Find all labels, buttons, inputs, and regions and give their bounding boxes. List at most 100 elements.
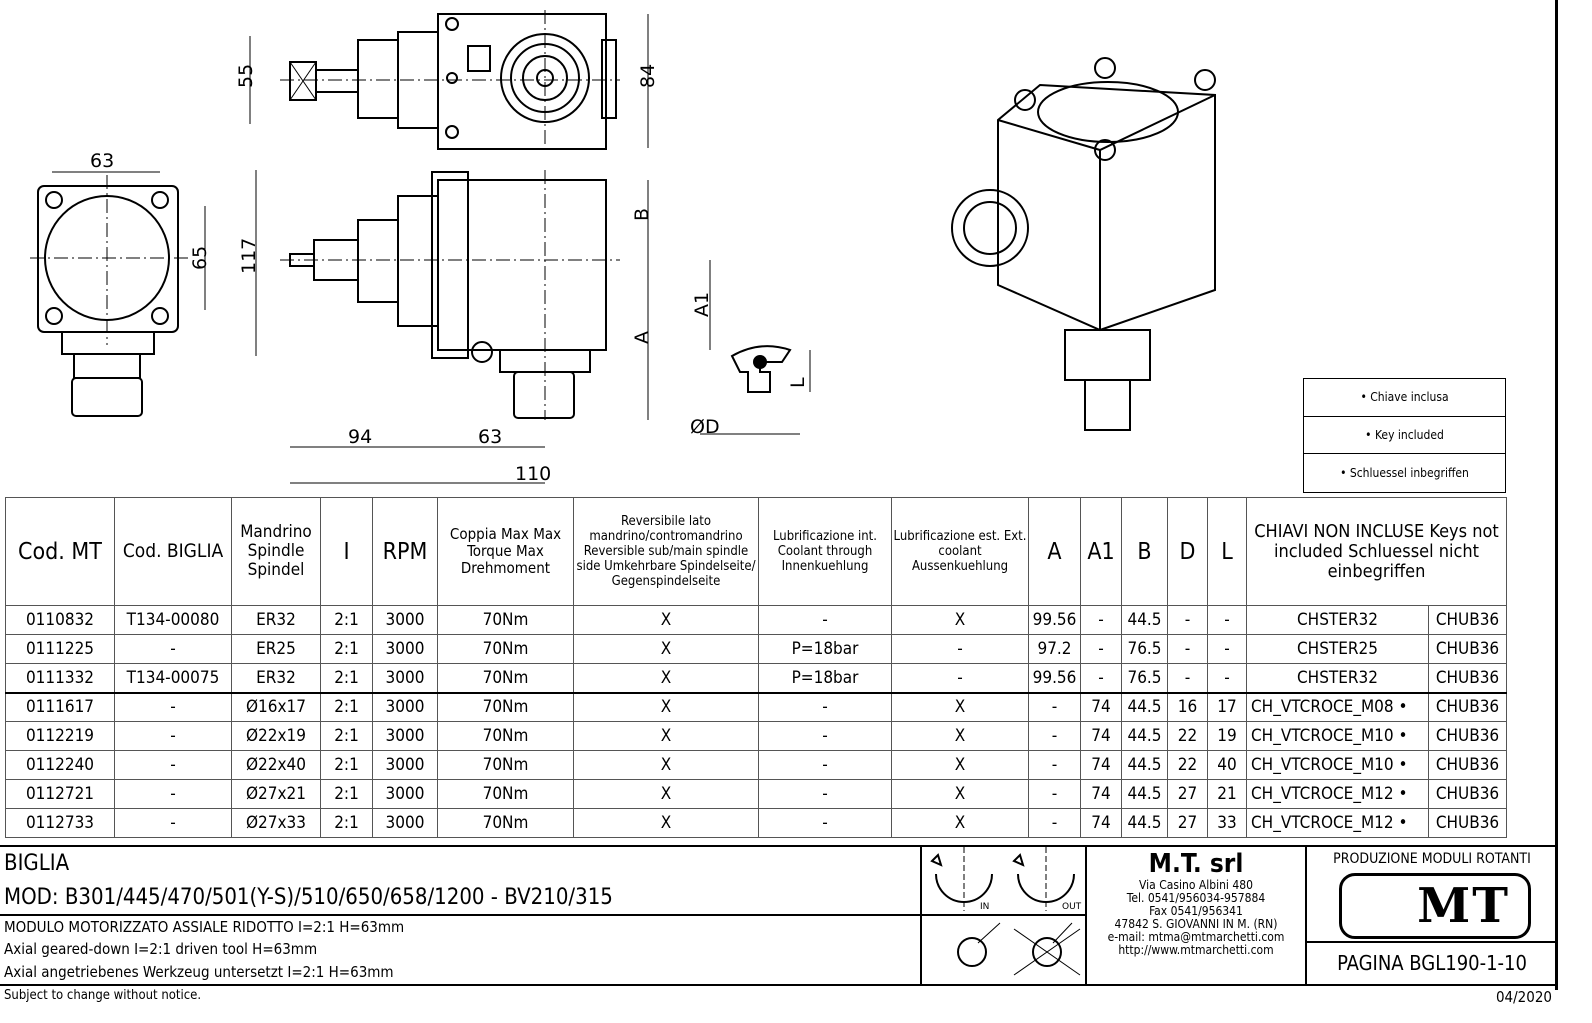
dim-63-front: 63: [90, 150, 114, 172]
table-cell: 3000: [372, 605, 438, 635]
table-cell: -: [1028, 808, 1081, 838]
table-cell: 70Nm: [437, 605, 574, 635]
table-cell: X: [891, 691, 1029, 722]
dim-117: 117: [238, 238, 260, 274]
key-legend-en: • Key included: [1304, 417, 1505, 455]
dim-84: 84: [637, 64, 659, 88]
table-cell: 44.5: [1121, 750, 1168, 780]
table-cell: ER32: [231, 663, 321, 693]
top-view: [289, 13, 617, 150]
key-detail: [730, 345, 792, 393]
table-cell: -: [1167, 663, 1208, 693]
frame-border: [1555, 0, 1558, 990]
table-cell: CHSTER32: [1246, 605, 1429, 635]
table-cell: -: [114, 779, 232, 809]
company-email[interactable]: e-mail: mtma@mtmarchetti.com: [1107, 930, 1285, 944]
label-out: OUT: [1062, 902, 1082, 912]
col-coolant-ext: Lubrificazione est. Ext. coolant Aussenk…: [891, 497, 1029, 606]
table-cell: 27: [1167, 779, 1208, 809]
dim-A1: A1: [691, 292, 713, 317]
table-cell: 3000: [372, 779, 438, 809]
table-cell: X: [573, 605, 759, 635]
rotation-icons: IN OUT: [920, 845, 1085, 986]
table-cell: 74: [1080, 750, 1122, 780]
company-city: 47842 S. GIOVANNI IN M. (RN): [1114, 917, 1278, 931]
spec-table: Cod. MT Cod. BIGLIA Mandrino Spindle Spi…: [5, 497, 1507, 838]
table-cell: -: [758, 779, 892, 809]
col-D: D: [1167, 497, 1208, 606]
table-cell: 2:1: [320, 605, 373, 635]
table-cell: -: [1080, 663, 1122, 693]
col-A: A: [1028, 497, 1081, 606]
table-cell: 0110832: [5, 605, 115, 635]
table-cell: CHUB36: [1428, 663, 1507, 693]
col-cod-mt: Cod. MT: [5, 497, 115, 606]
table-cell: X: [573, 721, 759, 751]
table-cell: 0111332: [5, 663, 115, 693]
table-cell: CH_VTCROCE_M10 •: [1246, 721, 1429, 751]
disclaimer: Subject to change without notice.: [4, 988, 202, 1003]
table-cell: 22: [1167, 750, 1208, 780]
col-torque: Coppia Max Max Torque Max Drehmoment: [437, 497, 574, 606]
company-website[interactable]: http://www.mtmarchetti.com: [1118, 943, 1274, 957]
table-cell: 97.2: [1028, 634, 1081, 664]
description-en: Axial geared-down I=2:1 driven tool H=63…: [4, 940, 318, 958]
table-cell: 70Nm: [437, 721, 574, 751]
table-cell: -: [1028, 721, 1081, 751]
table-cell: 3000: [372, 691, 438, 722]
table-cell: Ø22x19: [231, 721, 321, 751]
table-cell: 76.5: [1121, 634, 1168, 664]
dim-D: ØD: [690, 416, 720, 438]
logo-text: MT: [1417, 878, 1510, 934]
company-info: M.T. srl Via Casino Albini 480 Tel. 0541…: [1085, 845, 1305, 986]
table-cell: -: [1167, 605, 1208, 635]
table-cell: X: [573, 691, 759, 722]
company-address: Via Casino Albini 480: [1139, 878, 1253, 892]
table-cell: -: [1080, 605, 1122, 635]
table-cell: Ø16x17: [231, 691, 321, 722]
table-cell: 2:1: [320, 750, 373, 780]
table-cell: Ø22x40: [231, 750, 321, 780]
table-cell: 76.5: [1121, 663, 1168, 693]
table-cell: 44.5: [1121, 691, 1168, 722]
description-it: MODULO MOTORIZZATO ASSIALE RIDOTTO I=2:1…: [4, 918, 405, 936]
table-cell: 27: [1167, 808, 1208, 838]
col-reversible: Reversibile lato mandrino/contromandrino…: [573, 497, 759, 606]
side-view: [289, 171, 607, 419]
table-cell: CHUB36: [1428, 634, 1507, 664]
brand: BIGLIA: [4, 851, 70, 876]
table-cell: X: [573, 779, 759, 809]
dimension-lines: [52, 14, 811, 484]
table-cell: X: [891, 750, 1029, 780]
table-cell: -: [758, 605, 892, 635]
page-code: PAGINA BGL190-1-10: [1337, 951, 1527, 975]
col-coolant-int: Lubrificazione int. Coolant through Inne…: [758, 497, 892, 606]
table-cell: X: [891, 721, 1029, 751]
table-cell: 70Nm: [437, 663, 574, 693]
table-cell: 0112733: [5, 808, 115, 838]
table-cell: -: [1207, 663, 1247, 693]
dim-63-bottom: 63: [478, 426, 502, 448]
table-cell: 2:1: [320, 691, 373, 722]
table-cell: T134-00075: [114, 663, 232, 693]
table-cell: X: [573, 750, 759, 780]
table-cell: CH_VTCROCE_M12 •: [1246, 808, 1429, 838]
rotation-direction-icon: IN OUT: [922, 847, 1085, 976]
table-cell: 3000: [372, 750, 438, 780]
table-cell: 99.56: [1028, 663, 1081, 693]
table-cell: P=18bar: [758, 634, 892, 664]
table-cell: -: [1080, 634, 1122, 664]
mt-logo: MT: [1339, 873, 1531, 939]
dim-B: B: [631, 208, 653, 221]
table-cell: -: [891, 634, 1029, 664]
table-cell: 3000: [372, 663, 438, 693]
production-label: PRODUZIONE MODULI ROTANTI: [1333, 851, 1531, 867]
table-cell: CHUB36: [1428, 721, 1507, 751]
table-cell: CHUB36: [1428, 779, 1507, 809]
models: MOD: B301/445/470/501(Y-S)/510/650/658/1…: [4, 885, 613, 910]
table-cell: -: [1028, 691, 1081, 722]
table-cell: -: [1028, 779, 1081, 809]
